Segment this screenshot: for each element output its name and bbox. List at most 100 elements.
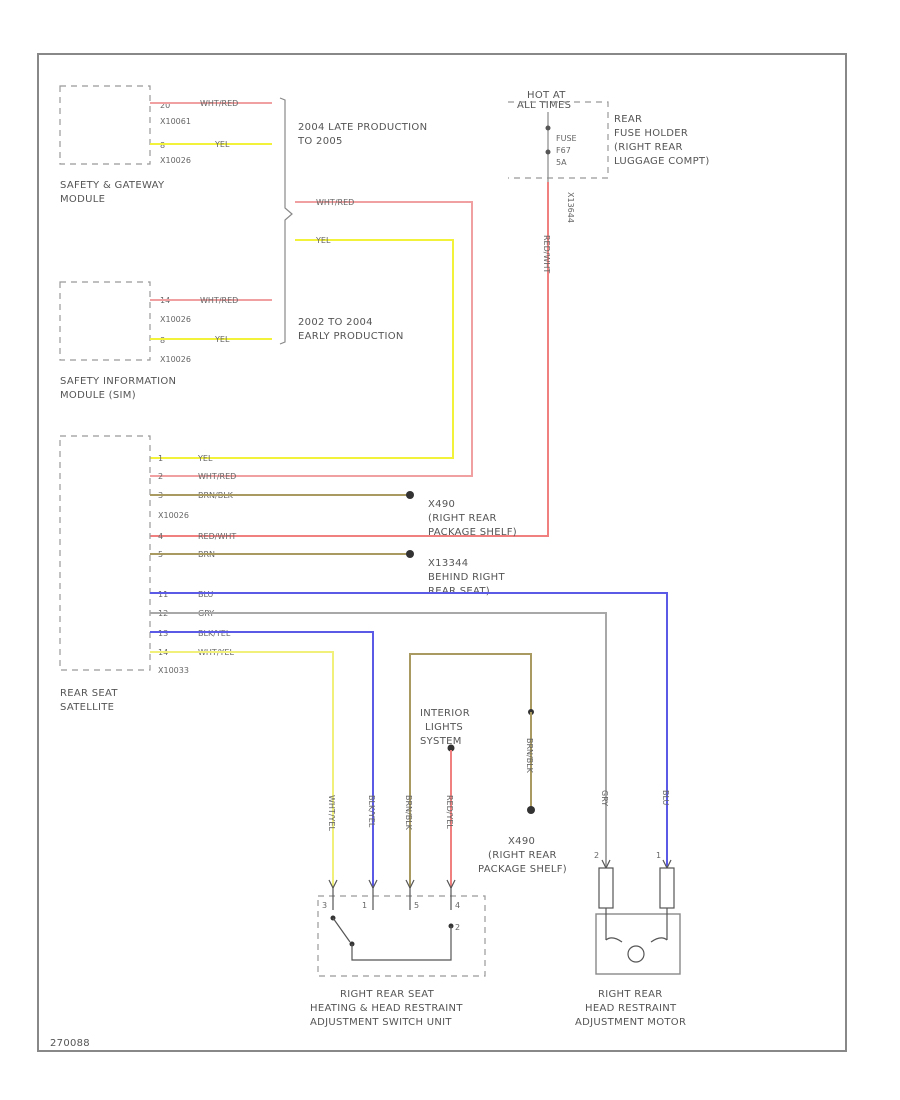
gnd1-line1: X490 bbox=[428, 499, 455, 510]
satellite-pin-13: 13 bbox=[158, 629, 168, 638]
head-restraint-motor: 2 1 RIGHT REAR HEAD RESTRAINT ADJUSTMENT… bbox=[575, 851, 686, 1028]
late-production-line1: 2004 LATE PRODUCTION bbox=[298, 122, 427, 133]
fuse-holder-line1: REAR bbox=[614, 114, 642, 125]
fuse-connector-id: X13644 bbox=[566, 192, 575, 223]
gnd3-line3: PACKAGE SHELF) bbox=[478, 864, 567, 875]
satellite-conn-bottom: X10033 bbox=[158, 666, 189, 675]
ground-x490-terminal bbox=[406, 491, 414, 499]
motor-symbol bbox=[627, 945, 645, 963]
satellite-wire-gry bbox=[150, 612, 607, 905]
late-production-line2: TO 2005 bbox=[297, 136, 343, 147]
motor-line2: HEAD RESTRAINT bbox=[585, 1003, 677, 1014]
motor-terminal-right bbox=[659, 867, 675, 909]
bus-wire-whtred bbox=[150, 201, 473, 477]
fuse-wire-label: RED/WHT bbox=[542, 235, 551, 273]
gateway-name-line1: SAFETY & GATEWAY bbox=[60, 180, 165, 191]
gateway-conn-bottom: X10026 bbox=[160, 156, 191, 165]
interior-lights-line3: SYSTEM bbox=[420, 736, 462, 747]
switch-unit: 3 1 5 4 2 RIGHT REAR SEAT HEATING & HEAD… bbox=[310, 879, 486, 1028]
satellite-conn-mid: X10026 bbox=[158, 511, 189, 520]
gnd1-line3: PACKAGE SHELF) bbox=[428, 527, 517, 538]
satellite-wire-whtyel bbox=[150, 651, 334, 888]
gateway-pin-bottom: 8 bbox=[160, 141, 165, 150]
satellite-wire-2-label: WHT/RED bbox=[198, 472, 236, 481]
motor-terminal-left bbox=[598, 867, 614, 909]
sim-conn-top: X10026 bbox=[160, 315, 191, 324]
diagram-frame bbox=[37, 53, 847, 1052]
switch-pin-4: 4 bbox=[455, 901, 460, 910]
early-production-line1: 2002 TO 2004 bbox=[298, 317, 373, 328]
gnd1-line2: (RIGHT REAR bbox=[428, 513, 497, 524]
satellite-wire-blu bbox=[150, 592, 668, 905]
switch-unit-line3: ADJUSTMENT SWITCH UNIT bbox=[310, 1017, 452, 1028]
fuse-terminal-top bbox=[545, 125, 551, 131]
fuse-line1: FUSE bbox=[556, 134, 577, 143]
switch-pin-3: 3 bbox=[322, 901, 327, 910]
satellite-pin-1: 1 bbox=[158, 454, 163, 463]
vwire-sw1-label: WHT/YEL bbox=[327, 795, 336, 831]
vwire-sw2-label: BLK/YEL bbox=[367, 795, 376, 828]
gateway-pin-top: 20 bbox=[160, 101, 170, 110]
vwire-gnd-label: BRN/BLK bbox=[525, 738, 534, 774]
satellite-wire-1-label: YEL bbox=[197, 454, 213, 463]
gnd2-line2: BEHIND RIGHT bbox=[428, 572, 505, 583]
satellite-name-line1: REAR SEAT bbox=[60, 688, 118, 699]
satellite-wire-4-label: RED/WHT bbox=[198, 532, 236, 541]
motor-line3: ADJUSTMENT MOTOR bbox=[575, 1017, 686, 1028]
gateway-wire-bottom-label: YEL bbox=[214, 140, 230, 149]
switch-pin-5: 5 bbox=[414, 901, 419, 910]
switch-ground-wire-brnblk bbox=[409, 653, 532, 888]
fuse-holder-line2: FUSE HOLDER bbox=[614, 128, 688, 139]
sim-name-line2: MODULE (SIM) bbox=[60, 390, 136, 401]
satellite-pin-11: 11 bbox=[158, 590, 168, 599]
interior-lights-terminal bbox=[447, 744, 455, 752]
safety-gateway-module: SAFETY & GATEWAY MODULE 20 X10061 8 X100… bbox=[59, 85, 272, 205]
sim-wire-top-label: WHT/RED bbox=[200, 296, 238, 305]
fuse-line2: F67 bbox=[556, 146, 571, 155]
switch-unit-line2: HEATING & HEAD RESTRAINT bbox=[310, 1003, 463, 1014]
vwire-m2-label: BLU bbox=[661, 790, 670, 806]
sim-name-line1: SAFETY INFORMATION bbox=[60, 376, 176, 387]
satellite-wire-13-label: BLK/YEL bbox=[198, 629, 231, 638]
sim-wire-bottom-label: YEL bbox=[214, 335, 230, 344]
bus-wire-bottom-label: YEL bbox=[315, 236, 331, 245]
switch-internal-path bbox=[351, 926, 452, 961]
satellite-wire-blkyel bbox=[150, 631, 374, 888]
sim-conn-bottom: X10026 bbox=[160, 355, 191, 364]
sim-pin-bottom: 8 bbox=[160, 336, 165, 345]
motor-pin-2: 2 bbox=[594, 851, 599, 860]
fuse-holder-line3: (RIGHT REAR bbox=[614, 142, 683, 153]
motor-line1: RIGHT REAR bbox=[598, 989, 663, 1000]
vwire-sw3-label: BRN/BLK bbox=[404, 795, 413, 831]
fuse-terminal-bottom bbox=[545, 149, 551, 155]
interior-lights-line1: INTERIOR bbox=[420, 708, 470, 719]
satellite-name-line2: SATELLITE bbox=[60, 702, 114, 713]
production-bracket bbox=[279, 97, 293, 345]
satellite-pin-4: 4 bbox=[158, 532, 163, 541]
ground-x13344-terminal bbox=[406, 550, 414, 558]
bus-wire-top-label: WHT/RED bbox=[316, 198, 354, 207]
gnd2-line3: REAR SEAT) bbox=[428, 586, 490, 597]
satellite-pin-2: 2 bbox=[158, 472, 163, 481]
hot-at-line2: ALL TIMES bbox=[517, 100, 571, 111]
switch-unit-line1: RIGHT REAR SEAT bbox=[340, 989, 435, 1000]
fuse-wire-redwht bbox=[150, 182, 549, 537]
ground-x490-lower-terminal bbox=[527, 806, 535, 814]
gnd3-line1: X490 bbox=[508, 836, 535, 847]
switch-pin-2: 2 bbox=[455, 923, 460, 932]
interior-lights-line2: LIGHTS bbox=[425, 722, 463, 733]
bus-wire-yel bbox=[150, 239, 454, 459]
switch-pin-1: 1 bbox=[362, 901, 367, 910]
early-production-line2: EARLY PRODUCTION bbox=[298, 331, 404, 342]
motor-housing bbox=[595, 913, 681, 975]
gnd2-line1: X13344 bbox=[428, 558, 468, 569]
motor-pin-1: 1 bbox=[656, 851, 661, 860]
gateway-wire-top-label: WHT/RED bbox=[200, 99, 238, 108]
satellite-wire-11-label: BLU bbox=[198, 590, 214, 599]
vwire-sw4-label: RED/YEL bbox=[445, 795, 454, 829]
gateway-conn-top: X10061 bbox=[160, 117, 191, 126]
fuse-holder-line4: LUGGAGE COMPT) bbox=[614, 156, 710, 167]
fuse-line3: 5A bbox=[556, 158, 567, 167]
hot-at-line1: HOT AT bbox=[527, 90, 566, 101]
